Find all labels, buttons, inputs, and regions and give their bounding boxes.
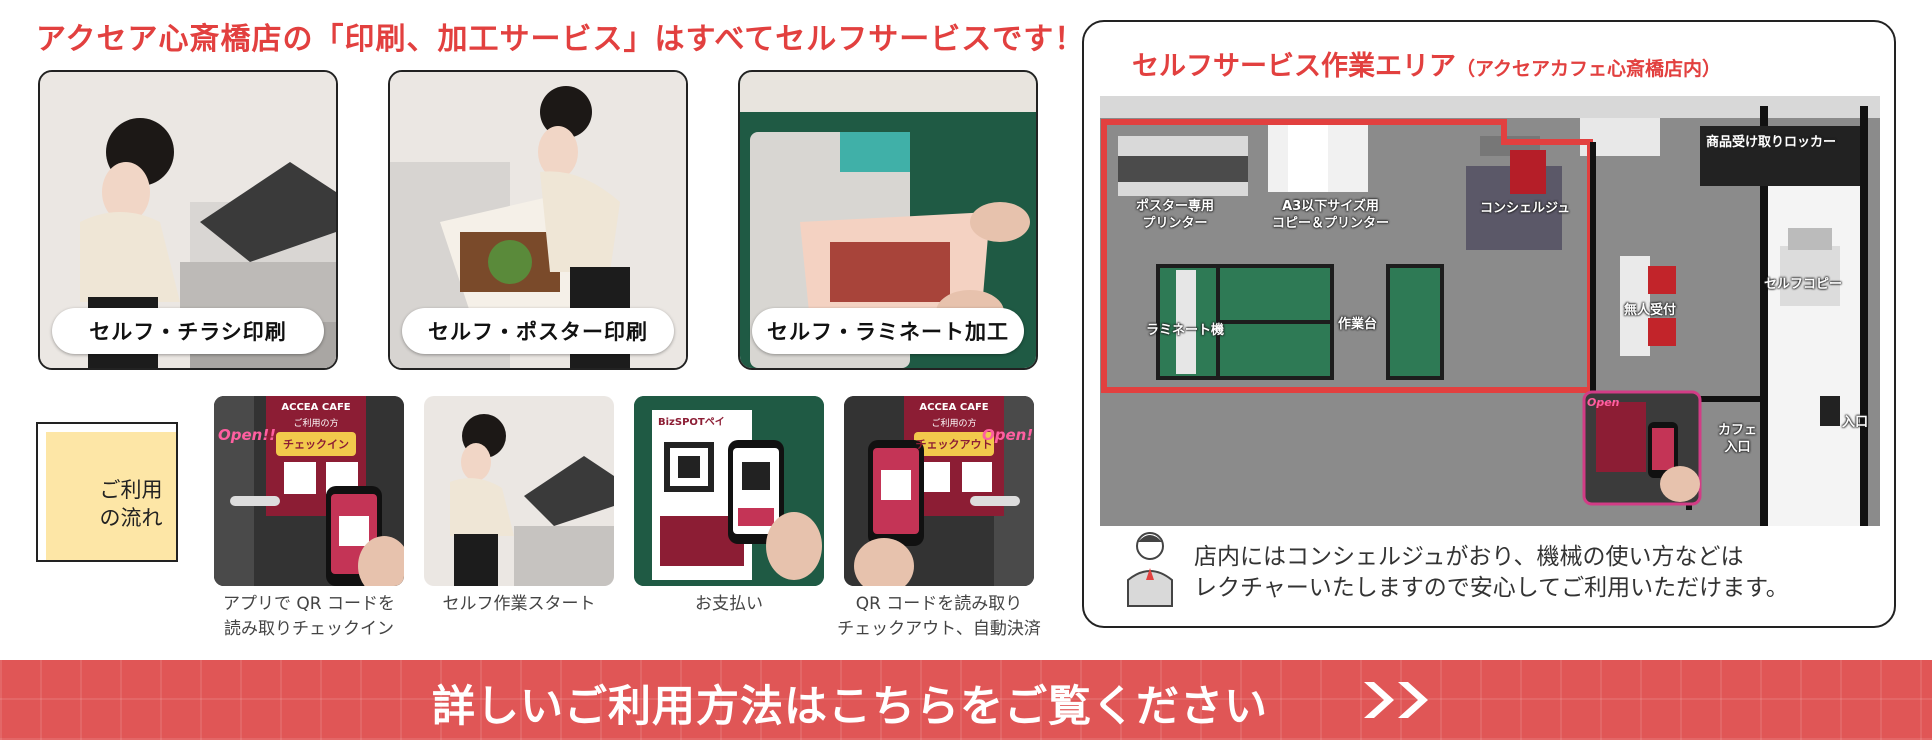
label-cafe-entrance: カフェ 入口 xyxy=(1718,422,1757,456)
concierge-icon xyxy=(1127,532,1173,607)
open-label: Open!! xyxy=(218,426,277,444)
page-headline: アクセア心斎橋店の「印刷、加工サービス」はすべてセルフサービスです！ xyxy=(36,22,1086,57)
service-label-laminate: セルフ・ラミネート加工 xyxy=(752,308,1024,354)
label-entrance: 入口 xyxy=(1842,415,1869,430)
service-label-flyer: セルフ・チラシ印刷 xyxy=(52,308,324,354)
checkin-sign-sub: ご利用の方 xyxy=(293,419,339,429)
checkout-sign-badge: チェックアウト xyxy=(915,438,993,451)
checkout-sign-title: ACCEA CAFE xyxy=(919,402,989,413)
caption-line: お支払い xyxy=(695,594,763,614)
details-banner[interactable]: 詳しいご利用方法はこちらをご覧ください xyxy=(0,660,1932,740)
caption-line: セルフ作業スタート xyxy=(442,594,596,614)
floor-map: ポスター専用 プリンター A3以下サイズ用 コピー＆プリンター コンシェルジュ … xyxy=(1100,96,1880,526)
open-label: Open!! xyxy=(982,426,1034,444)
checkin-sign-badge: チェックイン xyxy=(283,438,349,451)
flow-step-work xyxy=(424,396,614,586)
label-copier: A3以下サイズ用 コピー＆プリンター xyxy=(1272,198,1389,232)
pay-brand: BizSPOTペイ xyxy=(658,417,725,428)
checkout-door-illustration xyxy=(844,396,1034,586)
work-area-title-main: セルフサービス作業エリア xyxy=(1132,51,1456,82)
service-label-poster: セルフ・ポスター印刷 xyxy=(402,308,674,354)
label-line: コピー＆プリンター xyxy=(1272,216,1390,231)
info-line: レクチャーいたしますので安心してご利用いただけます。 xyxy=(1194,575,1789,601)
caption-line: アプリで QR コードを xyxy=(222,594,395,614)
service-card-laminate[interactable]: セルフ・ラミネート加工 xyxy=(738,70,1038,370)
checkin-sign-title: ACCEA CAFE xyxy=(281,402,351,413)
caption-line: QR コードを読み取り xyxy=(855,594,1023,614)
flow-label-line2: の流れ xyxy=(99,506,163,530)
flow-label-shadow xyxy=(46,432,178,562)
banner-label: 詳しいご利用方法はこちらをご覧ください xyxy=(432,682,1268,732)
flow-step-checkout: ACCEA CAFE ご利用の方 チェックアウト Open!! xyxy=(844,396,1034,586)
flow-step-caption: セルフ作業スタート xyxy=(404,592,634,617)
caption-line: 読み取りチェックイン xyxy=(224,619,394,639)
flow-step-payment: BizSPOTペイ xyxy=(634,396,824,586)
work-area-title-sub: （アクセアカフェ心斎橋店内） xyxy=(1456,58,1722,80)
concierge-info: 店内にはコンシェルジュがおり、機械の使い方などは レクチャーいたしますので安心し… xyxy=(1194,542,1789,604)
label-line: カフェ xyxy=(1718,423,1758,438)
info-line: 店内にはコンシェルジュがおり、機械の使い方などは xyxy=(1194,544,1744,570)
service-card-poster[interactable]: セルフ・ポスター印刷 xyxy=(388,70,688,370)
flow-step-caption: QR コードを読み取り チェックアウト、自動決済 xyxy=(824,592,1054,642)
service-card-flyer[interactable]: セルフ・チラシ印刷 xyxy=(38,70,338,370)
flow-step-checkin: ACCEA CAFE ご利用の方 チェックイン Open!! xyxy=(214,396,404,586)
work-area-title: セルフサービス作業エリア（アクセアカフェ心斎橋店内） xyxy=(1132,44,1721,83)
label-self-copy: セルフコピー xyxy=(1764,277,1843,292)
work-area-panel: セルフサービス作業エリア（アクセアカフェ心斎橋店内） xyxy=(1082,20,1896,628)
label-laminator: ラミネート機 xyxy=(1146,323,1225,338)
flow-label-line1: ご利用 xyxy=(99,478,163,502)
checkin-door-illustration xyxy=(214,396,404,586)
flow-label-box: ご利用の流れ xyxy=(36,422,178,562)
label-line: A3以下サイズ用 xyxy=(1282,199,1379,214)
label-line: プリンター xyxy=(1142,216,1208,231)
floor-map-drawing xyxy=(1100,96,1880,526)
flow-step-caption: アプリで QR コードを 読み取りチェックイン xyxy=(194,592,424,642)
label-locker: 商品受け取りロッカー xyxy=(1706,135,1837,150)
caption-line: チェックアウト、自動決済 xyxy=(837,619,1041,639)
flow-step-caption: お支払い xyxy=(614,592,844,617)
label-concierge: コンシェルジュ xyxy=(1480,201,1571,216)
work-start-illustration xyxy=(424,396,614,586)
checkout-sign-sub: ご利用の方 xyxy=(931,419,977,429)
label-line: 入口 xyxy=(1724,440,1751,455)
usage-flow-label: ご利用の流れ xyxy=(36,422,178,562)
label-line: ポスター専用 xyxy=(1136,199,1215,214)
payment-illustration xyxy=(634,396,824,586)
banner-pattern xyxy=(0,660,1932,740)
label-worktable: 作業台 xyxy=(1338,317,1378,332)
map-open-label: Open xyxy=(1587,396,1620,409)
label-unmanned-reception: 無人受付 xyxy=(1624,303,1677,318)
label-poster-printer: ポスター専用 プリンター xyxy=(1136,198,1214,232)
double-chevron-right-icon xyxy=(1364,682,1428,718)
